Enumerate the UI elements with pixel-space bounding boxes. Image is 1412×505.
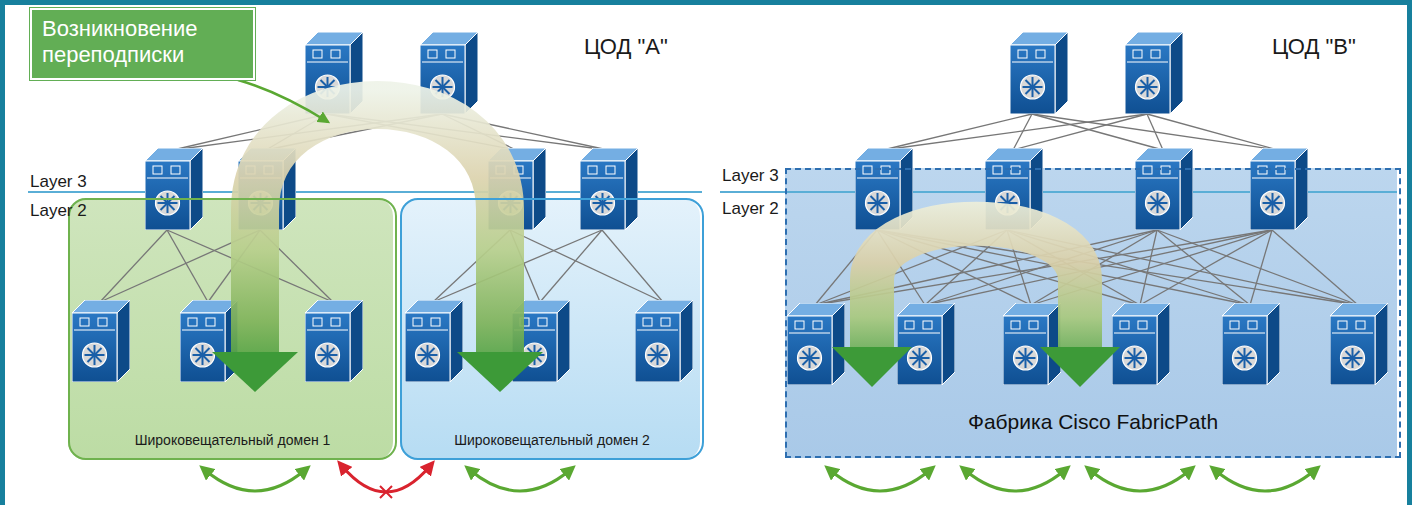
switch-icon	[897, 303, 955, 385]
layer-label: Layer 3	[30, 172, 87, 192]
datacenter-label: ЦОД "A"	[584, 34, 668, 60]
link-line	[167, 230, 208, 302]
switch-icon	[1010, 32, 1068, 114]
cross-mark	[380, 486, 392, 498]
layer-label: Layer 2	[722, 199, 779, 219]
link-line	[1140, 230, 1157, 305]
link-line	[1272, 230, 1358, 305]
callout-box: Возникновение переподписки	[30, 8, 255, 80]
link-line	[883, 114, 1032, 150]
link-line	[1013, 114, 1147, 150]
node-text: Возникновение переподписки	[42, 16, 243, 69]
link-line	[1140, 230, 1272, 305]
node-text: Фабрика Cisco FabricPath	[793, 410, 1393, 434]
switch-icon	[180, 300, 238, 382]
switch-icon	[1003, 303, 1061, 385]
layer-label: Layer 2	[30, 201, 87, 221]
link-line	[100, 230, 167, 302]
switch-icon	[405, 300, 463, 382]
switch-icon	[72, 300, 130, 382]
switch-icon	[1222, 303, 1280, 385]
switch-icon	[635, 300, 693, 382]
link-line	[1147, 114, 1163, 150]
link-line	[510, 230, 663, 302]
switch-icon	[305, 300, 363, 382]
fabric-region: Фабрика Cisco FabricPath	[785, 168, 1401, 458]
switch-icon	[1250, 148, 1308, 230]
link-line	[1032, 114, 1278, 150]
switch-icon	[145, 148, 203, 230]
switch-icon	[1125, 32, 1183, 114]
switch-icon	[1135, 148, 1193, 230]
link-line	[1147, 114, 1278, 150]
link-line	[602, 230, 663, 302]
link-line	[883, 114, 1147, 150]
switch-icon	[787, 303, 845, 385]
layer-label: Layer 3	[722, 166, 779, 186]
datacenter-label: ЦОД "B"	[1272, 34, 1356, 60]
switch-icon	[1330, 303, 1388, 385]
link-line	[1250, 230, 1272, 305]
link-line	[540, 230, 602, 302]
switch-icon	[580, 148, 638, 230]
node-text: Широковещательный домен 2	[408, 432, 696, 448]
broadcast-domain: Широковещательный домен 2	[400, 198, 704, 460]
link-line	[1032, 114, 1163, 150]
broadcast-domain: Широковещательный домен 1	[68, 198, 397, 460]
node-text: Широковещательный домен 1	[76, 432, 389, 448]
link-line	[1157, 230, 1358, 305]
blocked-link-arrow	[342, 466, 430, 492]
switch-icon	[1112, 303, 1170, 385]
